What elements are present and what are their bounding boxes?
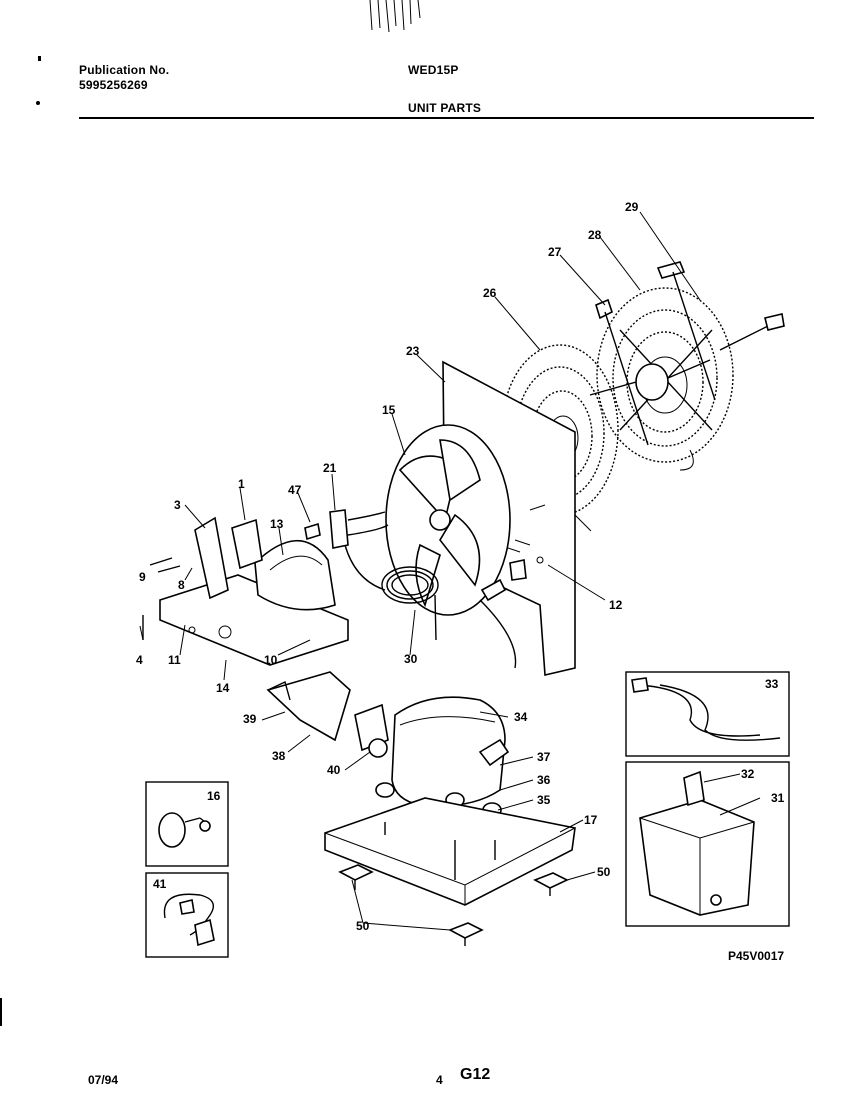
- callout-14: 14: [216, 681, 230, 695]
- callout-15: 15: [382, 403, 396, 417]
- diagram-code: P45V0017: [728, 949, 785, 963]
- callout-21: 21: [323, 461, 337, 475]
- control-panel-assembly: [142, 516, 349, 666]
- callout-9: 9: [139, 570, 146, 584]
- inset-power-cord: [145, 872, 229, 958]
- callout-16: 16: [207, 789, 221, 803]
- inset-wire-harness: [625, 671, 790, 757]
- leader-lines: [139, 211, 761, 931]
- model-number: WED15P: [408, 63, 459, 77]
- callout-31: 31: [771, 791, 785, 805]
- callout-34: 34: [514, 710, 528, 724]
- callout-27: 27: [548, 245, 562, 259]
- callout-12: 12: [609, 598, 623, 612]
- callout-3: 3: [174, 498, 181, 512]
- base-pan: [324, 797, 576, 906]
- fan-motor-bracket: [589, 261, 785, 446]
- scan-edge-mark: [0, 998, 2, 1026]
- header-rule: [79, 117, 814, 119]
- callout-38: 38: [272, 749, 286, 763]
- inset-water-bucket: [625, 761, 790, 927]
- callout-10: 10: [264, 653, 278, 667]
- callout-1: 1: [238, 477, 245, 491]
- callout-36: 36: [537, 773, 551, 787]
- callout-32: 32: [741, 767, 755, 781]
- callout-4: 4: [136, 653, 143, 667]
- footer-date: 07/94: [88, 1073, 119, 1087]
- callout-28: 28: [588, 228, 602, 242]
- base-feet: [338, 864, 569, 946]
- callout-37: 37: [537, 750, 551, 764]
- publication-label: Publication No.: [79, 63, 170, 77]
- scan-artifact: [369, 0, 421, 33]
- callout-17: 17: [584, 813, 598, 827]
- capacitor: [304, 509, 527, 669]
- callout-50-left: 50: [356, 919, 370, 933]
- callout-11: 11: [168, 653, 181, 667]
- callout-23: 23: [406, 344, 420, 358]
- compressor: [266, 671, 510, 818]
- section-title: UNIT PARTS: [408, 101, 482, 115]
- publication-number: 5995256269: [79, 78, 148, 92]
- footer-page-number: 4: [436, 1073, 443, 1087]
- callout-26: 26: [483, 286, 497, 300]
- callout-13: 13: [270, 517, 284, 531]
- callout-30: 30: [404, 652, 418, 666]
- punch-mark-top: [38, 56, 41, 61]
- callout-41: 41: [153, 877, 167, 891]
- callout-39: 39: [243, 712, 257, 726]
- footer-page-code: G12: [460, 1066, 491, 1083]
- callout-40: 40: [327, 763, 341, 777]
- callout-33: 33: [765, 677, 779, 691]
- callout-8: 8: [178, 578, 185, 592]
- inset-clamp: [145, 781, 229, 867]
- punch-mark-bullet: [36, 101, 40, 105]
- callouts: 1 3 4 8 9 10 11 12 13 14 15 16 17 21 23 …: [136, 200, 785, 933]
- coiled-tubing: [344, 544, 439, 641]
- rear-fan-guard: [596, 287, 734, 463]
- callout-35: 35: [537, 793, 551, 807]
- callout-50-right: 50: [597, 865, 611, 879]
- callout-47: 47: [288, 483, 302, 497]
- callout-29: 29: [625, 200, 639, 214]
